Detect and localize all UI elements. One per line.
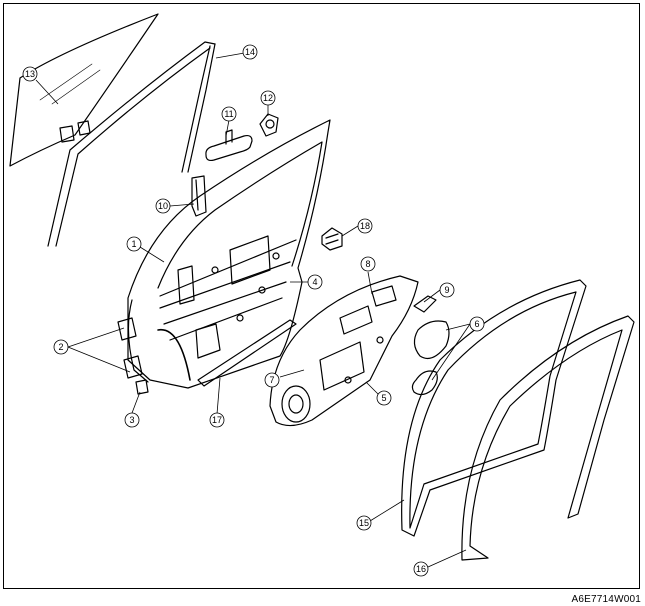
svg-text:11: 11 xyxy=(224,109,233,119)
callout-10: 10 xyxy=(155,198,171,214)
svg-text:3: 3 xyxy=(129,415,134,425)
svg-text:1: 1 xyxy=(131,239,136,249)
callout-9: 9 xyxy=(439,282,455,298)
callout-2: 2 xyxy=(53,339,69,355)
svg-text:7: 7 xyxy=(269,375,274,385)
lock-cylinder xyxy=(259,113,279,137)
leader-lines xyxy=(35,51,471,568)
callout-5: 5 xyxy=(376,390,392,406)
glass-run-channel xyxy=(47,41,216,247)
door-clip xyxy=(321,227,343,251)
power-window-switch xyxy=(413,295,437,313)
svg-text:16: 16 xyxy=(416,564,426,574)
callout-14: 14 xyxy=(242,44,258,60)
svg-text:10: 10 xyxy=(158,201,168,211)
callout-11: 11 xyxy=(221,106,237,122)
svg-text:12: 12 xyxy=(263,93,273,103)
door-hinges xyxy=(117,317,149,395)
callout-6: 6 xyxy=(469,316,485,332)
callout-15: 15 xyxy=(356,515,372,531)
sealing-screens xyxy=(411,320,450,396)
door-opening-trim xyxy=(461,315,635,561)
svg-text:8: 8 xyxy=(365,259,370,269)
callout-4: 4 xyxy=(307,274,323,290)
callout-16: 16 xyxy=(413,561,429,577)
door-weatherstrip xyxy=(401,279,587,537)
svg-text:14: 14 xyxy=(245,47,255,57)
svg-text:2: 2 xyxy=(58,342,63,352)
belt-weatherstrip xyxy=(197,319,297,387)
svg-text:18: 18 xyxy=(360,221,370,231)
door-glass xyxy=(9,13,159,167)
callout-13: 13 xyxy=(22,66,38,82)
figure-code: A6E7714W001 xyxy=(571,594,641,605)
callout-8: 8 xyxy=(360,256,376,272)
callout-7: 7 xyxy=(264,372,280,388)
door-trim-panel xyxy=(269,275,419,427)
svg-text:13: 13 xyxy=(25,69,35,79)
callout-18: 18 xyxy=(357,218,373,234)
door-shell xyxy=(127,119,331,389)
outer-handle xyxy=(205,129,253,162)
callout-12: 12 xyxy=(260,90,276,106)
callout-3: 3 xyxy=(124,412,140,428)
callout-17: 17 xyxy=(209,412,225,428)
svg-text:15: 15 xyxy=(359,518,369,528)
svg-text:5: 5 xyxy=(381,393,386,403)
callout-labels: 13 14 11 12 10 18 1 4 8 9 2 6 7 5 3 17 1… xyxy=(22,44,485,577)
callout-1: 1 xyxy=(126,236,142,252)
svg-text:9: 9 xyxy=(444,285,449,295)
svg-text:4: 4 xyxy=(312,277,317,287)
svg-text:6: 6 xyxy=(474,319,479,329)
svg-text:17: 17 xyxy=(212,415,222,425)
